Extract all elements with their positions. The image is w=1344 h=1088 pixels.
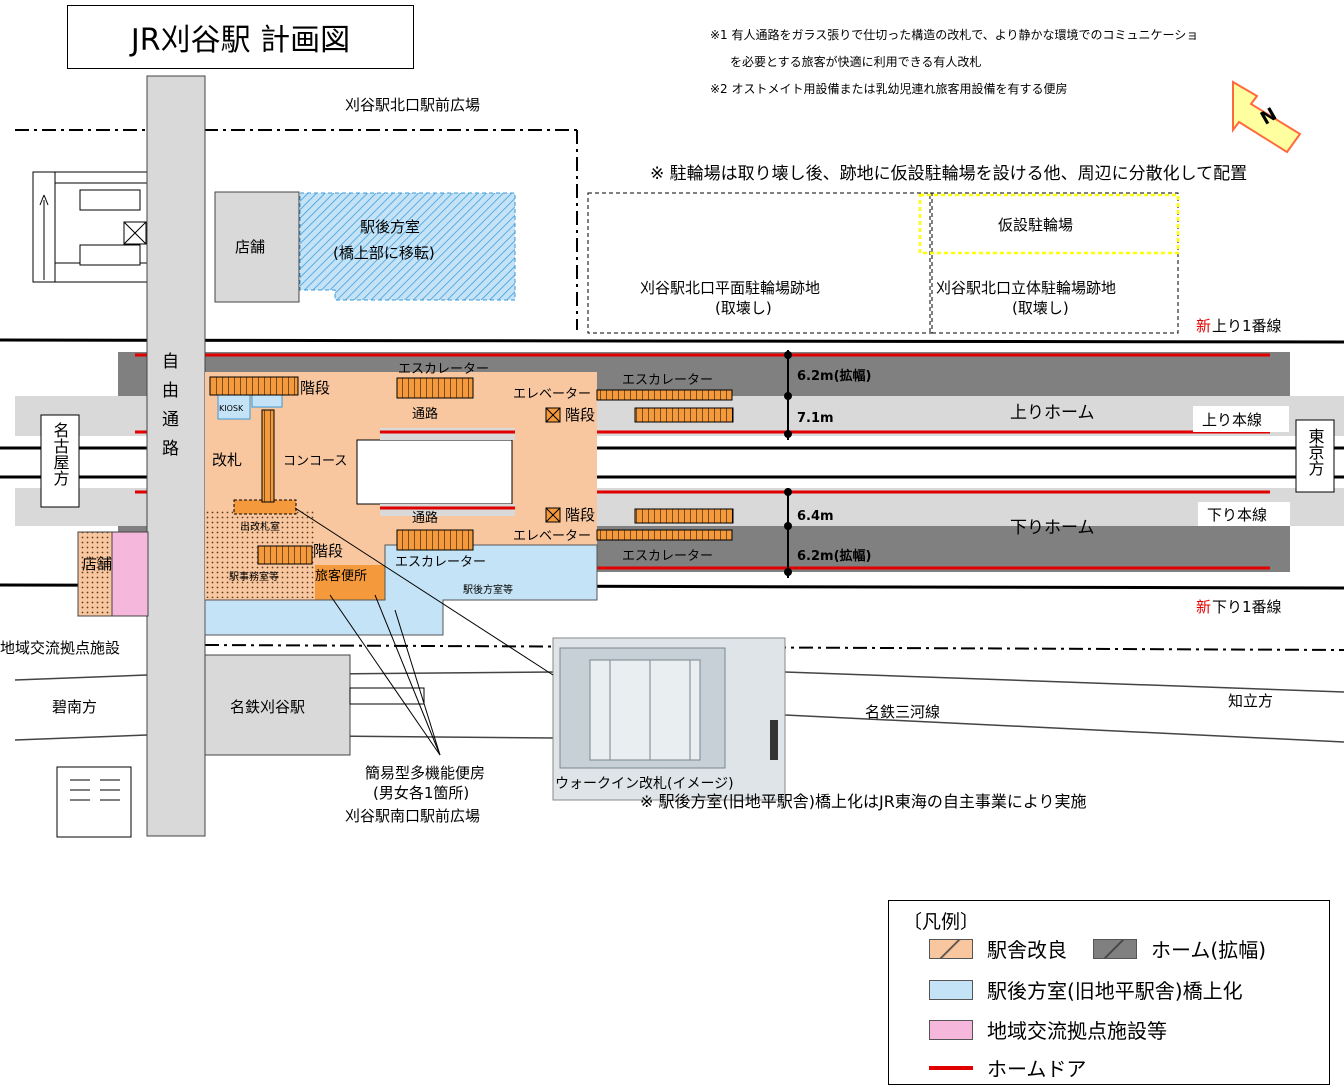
width-label-4: 6.2m(拡幅) — [797, 548, 871, 564]
rear-room-label-1: 駅後方室 — [360, 218, 420, 236]
hekinan-label: 碧南方 — [52, 698, 97, 716]
width-label-3: 6.4m — [797, 509, 834, 524]
up-platform-label: 上りホーム — [1010, 403, 1095, 423]
community-facility — [111, 531, 149, 617]
parking-note: ※ 駐輪場は取り壊し後、跡地に仮設駐輪場を設ける他、周辺に分散化して配置 — [650, 164, 1247, 184]
nagoya-label-box — [40, 414, 80, 508]
north-shop — [214, 191, 300, 303]
down1-new: 新 — [1196, 598, 1211, 616]
legend-community: 地域交流拠点施設等 — [987, 1019, 1167, 1043]
multi-bike-label-2: (取壊し) — [1012, 299, 1069, 317]
community-swatch — [929, 1019, 973, 1040]
flat-bike-label-1: 刈谷駅北口平面駐輪場跡地 — [640, 279, 820, 297]
stairs-label-ne: 階段 — [565, 406, 595, 424]
improve-swatch — [929, 938, 973, 959]
elevator-label-n: エレベーター — [513, 387, 591, 402]
community-label: 地域交流拠点施設 — [0, 639, 120, 657]
meitetsu-station-label: 名鉄刈谷駅 — [230, 698, 305, 716]
legend-row-rear: 駅後方室(旧地平駅舎)橋上化 — [929, 975, 1243, 1004]
up-main-label: 上り本線 — [1202, 411, 1262, 429]
tokyo-label-box — [1295, 419, 1335, 493]
flat-bike-label-2: (取壊し) — [715, 299, 772, 317]
south-building — [56, 766, 132, 838]
rear-room-relocated — [299, 192, 516, 301]
exit-gate-room-label: 出改札室 — [240, 520, 280, 533]
elevators — [545, 407, 561, 523]
legend: 〔凡例〕 駅舎改良 ホーム(拡幅) 駅後方室(旧地平駅舎)橋上化 地域交流拠点施… — [888, 900, 1330, 1085]
leader-lines — [294, 507, 554, 756]
passage-label-s: 通路 — [412, 510, 438, 526]
down-main-label: 下り本線 — [1207, 506, 1267, 524]
down-platform-label: 下りホーム — [1010, 518, 1095, 538]
escalator-label-n: エスカレーター — [398, 362, 489, 377]
down1-label: 下り1番線 — [1212, 598, 1282, 616]
down-main-box — [1198, 502, 1290, 526]
legend-row-door: ホームドア — [929, 1053, 1086, 1082]
staff-room-label: 駅事務室等 — [229, 570, 279, 583]
toilet-label-2: (男女各1箇所) — [373, 784, 469, 802]
kiosk-label: KIOSK — [219, 404, 244, 413]
south-plaza-label: 刈谷駅南口駅前広場 — [345, 807, 480, 825]
stairs-label-se: 階段 — [565, 506, 595, 524]
meitetsu-station — [204, 654, 351, 756]
chiryu-label: 知立方 — [1228, 692, 1273, 710]
stairs-label-nw: 階段 — [300, 379, 330, 397]
width-label-1: 6.2m(拡幅) — [797, 368, 871, 384]
flat-bike-lot — [587, 192, 933, 334]
door-swatch — [929, 1065, 973, 1070]
note-1a: ※1 有人通路をガラス張りで仕切った構造の改札で、より静かな環境でのコミュニケー… — [710, 28, 1199, 42]
free-passage — [146, 75, 206, 837]
gate-label: 改札 — [212, 451, 242, 469]
page-title: JR刈谷駅 計画図 — [67, 5, 414, 69]
rear-rooms-label: 駅後方室等 — [463, 583, 513, 596]
rear-rooms-south — [204, 544, 598, 636]
tokyo-label: 東京方 — [1306, 428, 1325, 477]
legend-platform: ホーム(拡幅) — [1151, 938, 1267, 962]
escalator-label-ne: エスカレーター — [622, 373, 713, 388]
escalator-label-s: エスカレーター — [395, 555, 486, 570]
width-label-2: 7.1m — [797, 411, 834, 426]
note-2: ※2 オストメイト用設備または乳幼児連れ旅客用設備を有する便房 — [710, 82, 1068, 96]
meitetsu-stairs — [349, 687, 425, 705]
rear-note: ※ 駅後方室(旧地平駅舎)橋上化はJR東海の自主事業により実施 — [640, 792, 1087, 811]
toilet-label-1: 簡易型多機能便房 — [365, 764, 485, 782]
multi-bike-lot — [929, 192, 1179, 334]
passage-label-n: 通路 — [412, 406, 438, 422]
escalator-label-se: エスカレーター — [622, 549, 713, 564]
north-stairs — [32, 171, 154, 283]
legend-improve: 駅舎改良 — [987, 938, 1067, 962]
north-shop-label: 店舗 — [235, 238, 265, 256]
multi-bike-label-1: 刈谷駅北口立体駐輪場跡地 — [936, 279, 1116, 297]
north-plaza-label: 刈谷駅北口駅前広場 — [345, 96, 480, 114]
north-arrow — [1232, 80, 1302, 154]
up1-label: 上り1番線 — [1212, 317, 1282, 335]
legend-rear: 駅後方室(旧地平駅舎)橋上化 — [987, 979, 1243, 1003]
nagoya-label: 名古屋方 — [51, 422, 70, 487]
toilet-facility-label: 旅客便所 — [315, 568, 367, 584]
mikawa-line-label: 名鉄三河線 — [865, 703, 940, 721]
concourse-label: コンコース — [283, 454, 347, 469]
temp-bike-label: 仮設駐輪場 — [998, 216, 1073, 234]
legend-row-improve: 駅舎改良 ホーム(拡幅) — [929, 934, 1266, 963]
temp-bike-lot — [918, 193, 1180, 255]
stairs-label-sw: 階段 — [313, 542, 343, 560]
legend-door: ホームドア — [987, 1057, 1087, 1081]
width-dimensions — [784, 350, 792, 578]
rear-swatch — [929, 979, 973, 1000]
walkin-gate-image — [552, 637, 786, 801]
note-1b: を必要とする旅客が快適に利用できる有人改札 — [730, 55, 982, 69]
free-passage-label: 自由通路 — [158, 352, 179, 468]
up-main-box — [1193, 406, 1289, 432]
community-shop-label: 店舗 — [82, 555, 112, 573]
up1-new: 新 — [1196, 317, 1211, 335]
rear-room-label-2: (橋上部に移転) — [333, 244, 435, 262]
escalators — [209, 376, 734, 565]
walkin-caption: ウォークイン改札(イメージ) — [555, 776, 734, 792]
elevator-label-s: エレベーター — [513, 529, 591, 544]
legend-row-community: 地域交流拠点施設等 — [929, 1015, 1167, 1044]
legend-heading: 〔凡例〕 — [903, 911, 980, 933]
platform-swatch — [1093, 938, 1137, 959]
